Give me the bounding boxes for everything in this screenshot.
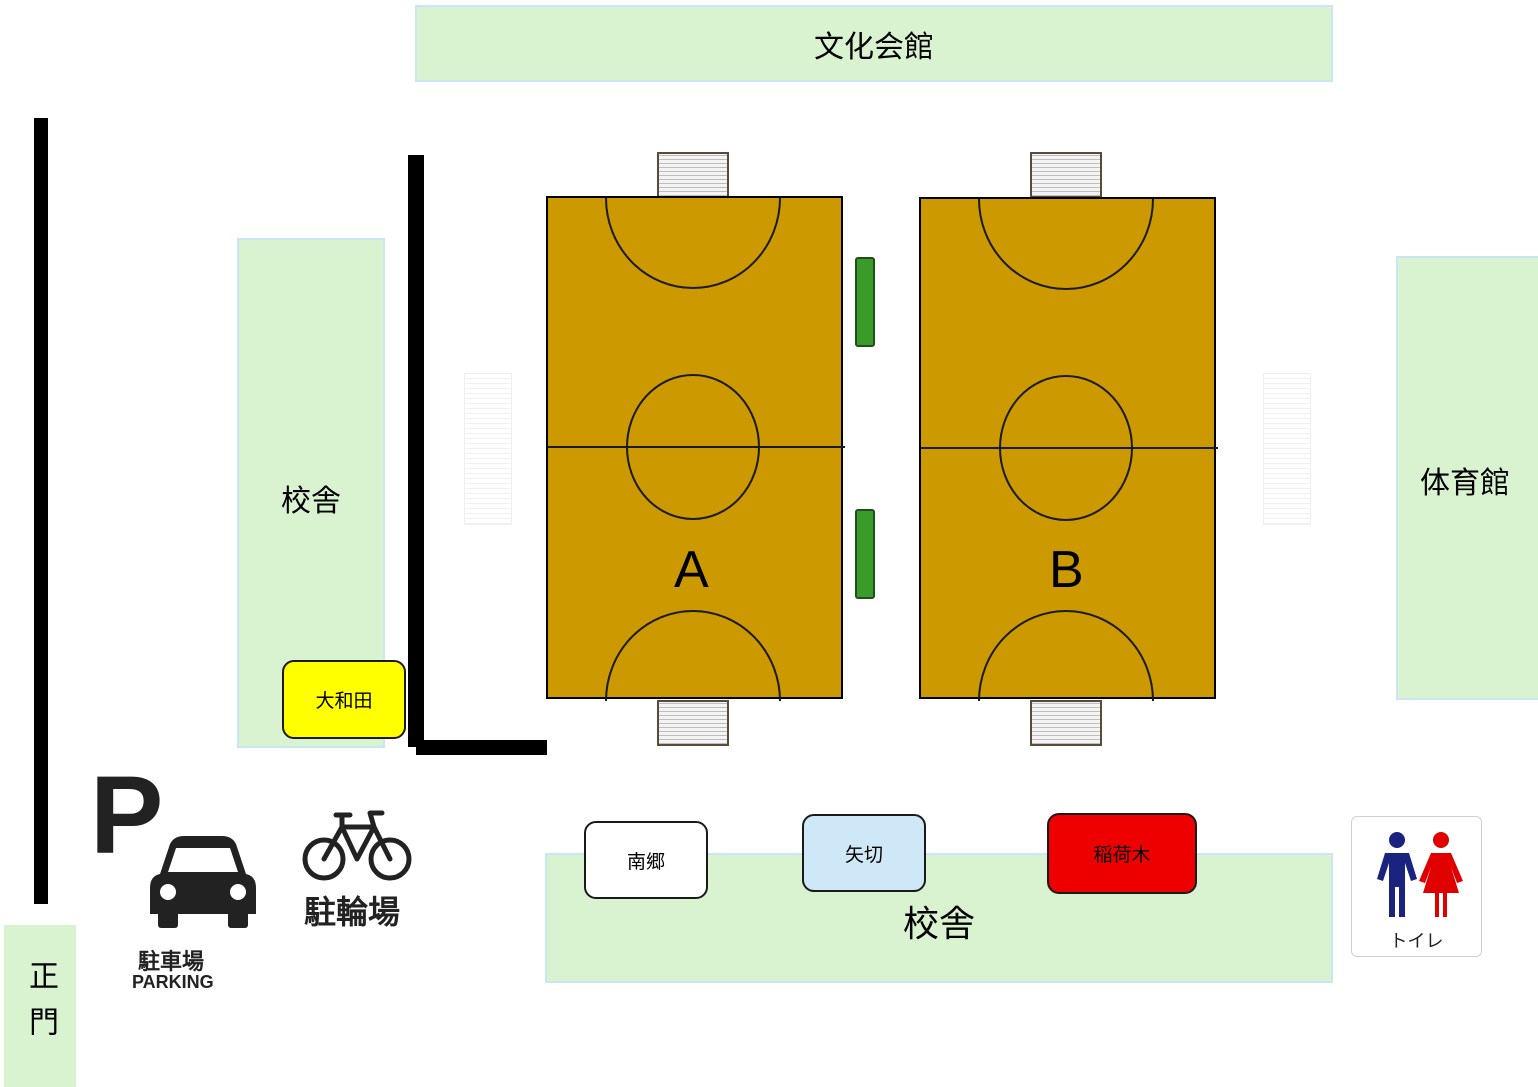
main-gate-label: 正門 — [23, 960, 58, 1052]
inner-wall-vertical — [408, 155, 424, 747]
team-owada: 大和田 — [282, 660, 406, 739]
building-taiikukan: 体育館 — [1396, 256, 1538, 700]
court-a-label: A — [674, 541, 709, 599]
team-inariki: 稲荷木 — [1047, 813, 1197, 894]
court-b: B — [919, 197, 1218, 701]
goal-b-top — [1030, 152, 1102, 198]
outer-fence — [34, 118, 48, 904]
car-icon — [150, 836, 256, 928]
bench-upper — [855, 257, 875, 347]
inner-wall-horizontal — [416, 740, 547, 755]
building-kousha-bottom: 校舎 — [545, 853, 1333, 983]
parking-area: P 駐車場 PARKING — [90, 754, 270, 1000]
toilet-sign: トイレ — [1351, 816, 1482, 957]
court-b-label: B — [1049, 541, 1084, 599]
team-nango: 南郷 — [584, 821, 708, 899]
bicycle-parking: 駐輪場 — [296, 805, 418, 931]
team-yagiri-label: 矢切 — [844, 843, 883, 866]
toilet-label: トイレ — [1389, 931, 1444, 952]
bench-lower — [855, 509, 875, 599]
spare-goal-right — [1263, 373, 1311, 525]
building-kousha-left-label: 校舎 — [281, 484, 341, 519]
goal-a-top — [657, 152, 729, 198]
building-kousha-bottom-label: 校舎 — [903, 904, 976, 945]
team-inariki-label: 稲荷木 — [1093, 844, 1151, 866]
court-b-lines — [921, 199, 1218, 701]
building-bunka-label: 文化会館 — [814, 29, 934, 65]
goal-a-bottom — [657, 700, 729, 746]
team-owada-label: 大和田 — [315, 690, 373, 712]
team-yagiri: 矢切 — [802, 814, 926, 892]
bicycle-icon — [302, 810, 412, 881]
parking-icon: P — [90, 754, 164, 877]
goal-b-bottom — [1030, 700, 1102, 746]
court-a-lines — [548, 198, 845, 701]
team-nango-label: 南郷 — [626, 850, 665, 873]
parking-label-en: PARKING — [132, 972, 214, 992]
toilet-icon — [1377, 832, 1463, 917]
court-a: A — [546, 196, 845, 701]
building-bunka-kaikan: 文化会館 — [415, 5, 1333, 82]
main-gate: 正門 — [4, 925, 76, 1087]
spare-goal-left — [464, 373, 512, 525]
building-taiikukan-label: 体育館 — [1420, 466, 1510, 501]
bicycle-label: 駐輪場 — [304, 893, 401, 931]
parking-label-jp: 駐車場 — [138, 950, 205, 975]
